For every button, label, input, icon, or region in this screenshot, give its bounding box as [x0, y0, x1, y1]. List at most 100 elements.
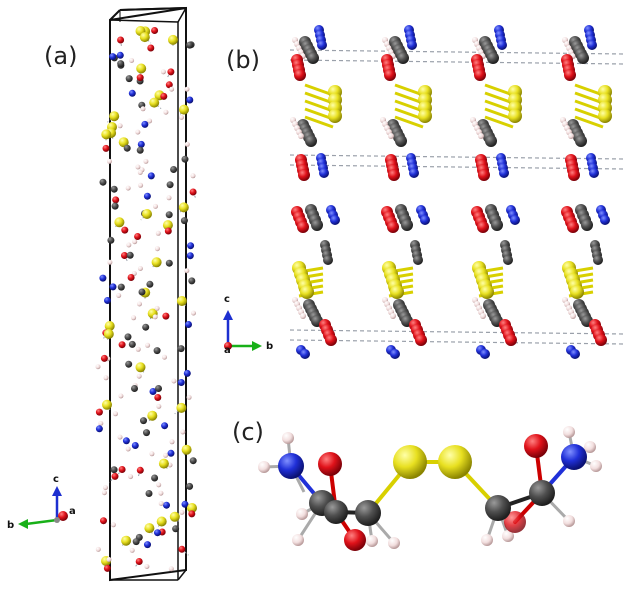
nitrogen-atom: [154, 529, 161, 537]
carbon-atom: [177, 345, 185, 353]
nitrogen-atom: [185, 321, 192, 328]
axis-label-a-a: a: [69, 506, 76, 517]
axis-triad-a: [18, 486, 68, 529]
hydrogen-atom: [110, 522, 116, 528]
nitrogen-atom: [95, 425, 103, 433]
hydrogen-atom: [98, 420, 104, 426]
nitrogen-atom: [600, 215, 610, 225]
hydrogen-atom: [129, 547, 135, 553]
hydrogen-atom: [95, 546, 101, 552]
sulfur-atom: [570, 285, 584, 299]
hydrogen-atom: [118, 393, 124, 399]
carbon-atom: [155, 385, 162, 392]
hydrogen-atom: [190, 173, 196, 179]
oxygen-atom: [387, 221, 399, 233]
oxygen-atom: [134, 233, 142, 240]
hydrogen-atom: [180, 429, 186, 435]
sulfur-atom: [598, 109, 612, 123]
hydrogen-bond: [289, 329, 626, 335]
sulfur-atom: [118, 137, 129, 148]
carbon-atom: [99, 178, 107, 186]
hydrogen-atom: [156, 403, 162, 409]
oxygen-atom: [189, 188, 197, 196]
carbon-atom: [181, 155, 189, 163]
hydrogen-atom: [568, 133, 574, 139]
axis-label-b-b: b: [266, 341, 273, 352]
hydrogen-atom: [125, 185, 131, 191]
oxygen-atom: [505, 334, 517, 346]
carbon-atom: [186, 482, 194, 490]
sulfur-atom: [104, 321, 115, 331]
carbon-atom: [142, 323, 150, 331]
oxygen-atom: [477, 221, 489, 233]
hydrogen-atom: [140, 106, 146, 112]
sulfur-atom: [480, 285, 494, 299]
carbon-atom: [153, 347, 161, 355]
hydrogen-atom: [171, 378, 177, 384]
bond: [484, 115, 514, 129]
carbon-atom: [117, 60, 125, 68]
nitrogen-atom: [109, 283, 117, 291]
nitrogen-atom: [480, 349, 490, 359]
nitrogen-atom: [187, 242, 195, 250]
carbon-atom: [305, 135, 317, 147]
nitrogen-atom: [104, 297, 111, 304]
hydrogen-atom: [184, 268, 190, 274]
hydrogen-atom: [128, 474, 134, 480]
nitrogen-atom: [128, 89, 136, 97]
oxygen-atom: [164, 227, 172, 235]
oxygen-atom: [112, 196, 120, 204]
hydrogen-atom: [117, 123, 123, 129]
carbon-atom: [180, 217, 188, 225]
nitrogen-atom: [141, 120, 149, 128]
sulfur-atom: [328, 109, 342, 123]
nitrogen-atom: [186, 252, 194, 260]
carbon-atom: [485, 135, 497, 147]
hydrogen-atom: [135, 346, 141, 352]
oxygen-atom: [165, 81, 173, 89]
hydrogen-atom: [132, 239, 138, 245]
carbon-atom: [581, 219, 593, 231]
hydrogen-atom: [160, 69, 166, 75]
carbon-atom: [125, 360, 133, 368]
hydrogen-atom: [106, 557, 112, 562]
oxygen-atom: [102, 144, 110, 152]
sulfur-atom: [142, 209, 152, 219]
hydrogen-atom: [145, 342, 151, 348]
hydrogen-atom: [101, 490, 107, 496]
nitrogen-atom: [167, 449, 175, 457]
carbon-atom: [146, 280, 154, 288]
carbon-atom: [140, 417, 147, 425]
sulfur-atom: [151, 257, 162, 268]
axis-label-c-b: c: [224, 294, 230, 305]
oxygen-atom: [415, 334, 427, 346]
nitrogen-atom: [116, 51, 124, 59]
hydrogen-atom: [300, 313, 306, 319]
bond: [304, 115, 334, 129]
oxygen-atom: [103, 564, 111, 572]
hydrogen-atom: [186, 394, 192, 400]
hydrogen-atom: [153, 203, 158, 209]
hydrogen-atom: [117, 434, 123, 440]
carbon-atom: [110, 185, 118, 193]
hydrogen-atom: [131, 315, 137, 321]
nitrogen-atom: [587, 40, 597, 50]
hydrogen-atom: [570, 313, 576, 319]
oxygen-atom: [147, 44, 155, 52]
carbon-atom: [401, 219, 413, 231]
hydrogen-atom: [388, 133, 394, 139]
nitrogen-atom: [317, 40, 327, 50]
carbon-atom: [503, 255, 513, 265]
oxygen-atom: [117, 36, 125, 44]
hydrogen-atom: [158, 490, 164, 496]
hydrogen-atom: [298, 133, 304, 139]
sulfur-atom: [136, 63, 147, 74]
oxygen-atom: [478, 169, 490, 181]
carbon-atom: [575, 135, 587, 147]
panel-label-a: (a): [44, 42, 78, 70]
nitrogen-atom: [163, 501, 170, 509]
crystal-packing-b: [289, 25, 626, 359]
axis-label-c-a: c: [53, 474, 59, 485]
hydrogen-atom: [135, 164, 141, 170]
carbon-atom: [107, 236, 115, 244]
